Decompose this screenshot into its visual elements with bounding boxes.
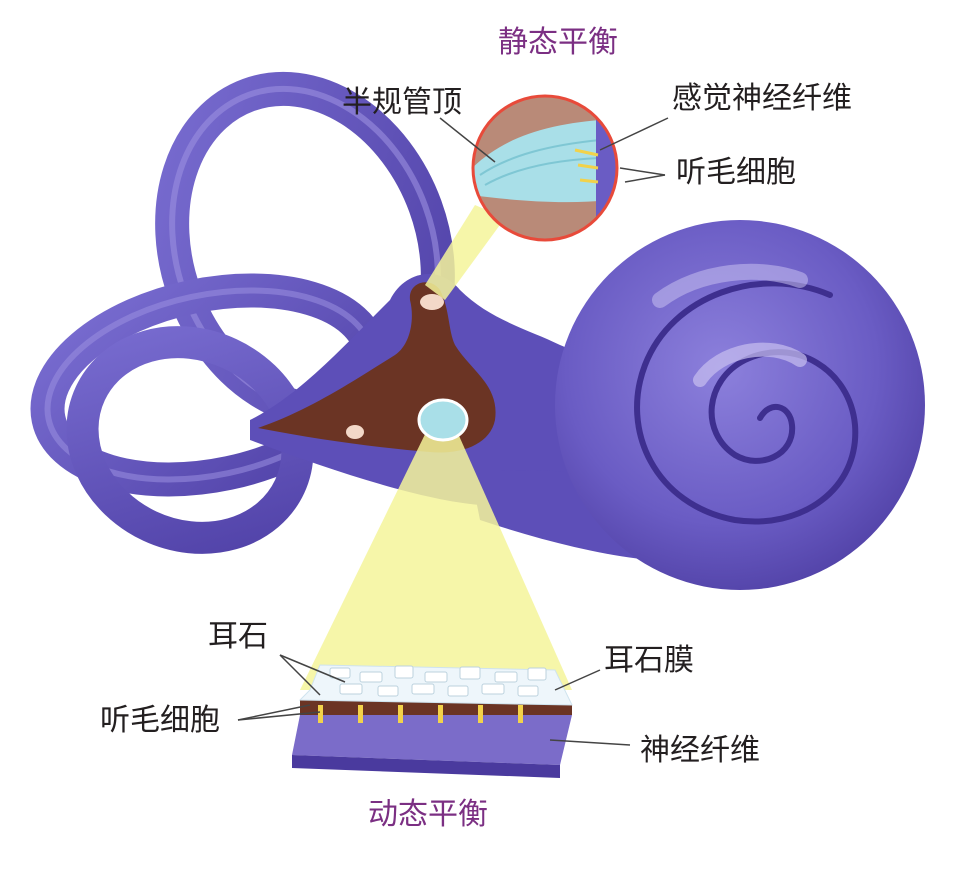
beam-dynamic bbox=[300, 420, 572, 690]
leader-lines bbox=[237, 117, 669, 746]
cochlea bbox=[555, 220, 925, 590]
otolith-membrane-label: 耳石膜 bbox=[604, 643, 694, 678]
static-balance-title: 静态平衡 bbox=[498, 25, 618, 60]
beam-static bbox=[425, 205, 505, 300]
ampulla-crest bbox=[420, 294, 444, 310]
hair-cells-bottom-label: 听毛细胞 bbox=[100, 703, 220, 738]
otoliths-label: 耳石 bbox=[208, 619, 268, 654]
nerve-fiber-label: 神经纤维 bbox=[640, 733, 760, 768]
otolith-block bbox=[292, 664, 573, 778]
sensory-nerve-fiber-label: 感觉神经纤维 bbox=[672, 81, 852, 116]
macula bbox=[417, 398, 469, 442]
cochlea-spiral bbox=[634, 280, 859, 525]
hair-cells-top-label: 听毛细胞 bbox=[676, 155, 796, 190]
ampulla-inset bbox=[471, 94, 619, 242]
cupula bbox=[473, 120, 610, 203]
saccule-crest bbox=[346, 425, 364, 439]
dynamic-balance-title: 动态平衡 bbox=[368, 797, 488, 832]
ampulla-cupula-label: 半规管顶 bbox=[342, 85, 462, 120]
cochlea-highlight bbox=[693, 342, 807, 387]
